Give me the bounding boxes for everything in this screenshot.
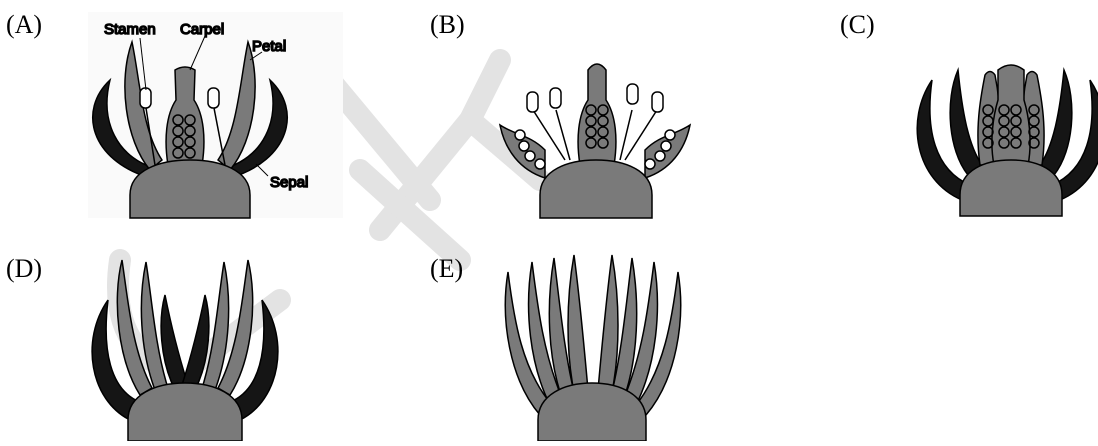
panel-a-flower: Stamen Carpel Petal Sepal: [88, 12, 343, 218]
panel-e-flower: [505, 255, 680, 441]
carpel: [992, 65, 1030, 165]
receptacle: [960, 160, 1062, 216]
panel-label-b: (B): [430, 12, 465, 38]
label-carpel: Carpel: [180, 21, 224, 38]
panel-label-a: (A): [6, 12, 42, 38]
petal: [568, 255, 588, 392]
panel-label-d: (D): [6, 256, 42, 282]
receptacle: [128, 383, 242, 441]
label-petal: Petal: [252, 38, 286, 55]
panel-d-flower: [92, 260, 278, 441]
sepal: [1040, 70, 1072, 175]
petal: [598, 255, 618, 392]
panel-b-flower: [500, 64, 690, 218]
carpel: [578, 64, 616, 165]
panel-label-c: (C): [840, 12, 875, 38]
panel-c-flower: [917, 65, 1098, 216]
sepal: [950, 70, 982, 175]
receptacle: [540, 160, 652, 218]
receptacle: [538, 383, 646, 441]
panel-label-e: (E): [430, 256, 463, 282]
receptacle: [130, 160, 250, 218]
label-stamen: Stamen: [104, 21, 156, 38]
label-sepal: Sepal: [270, 174, 308, 191]
